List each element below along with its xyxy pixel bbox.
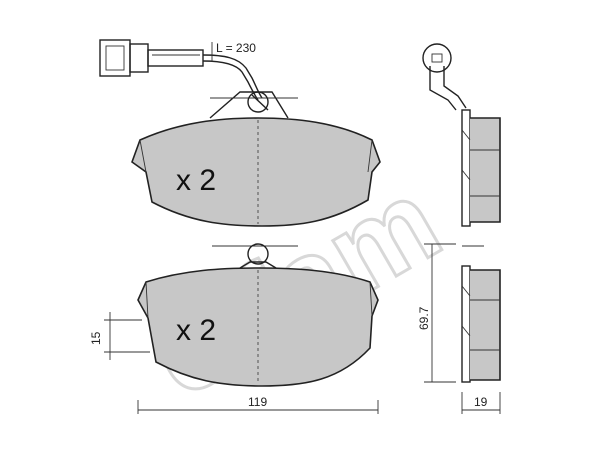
lower-brake-pad [137, 243, 379, 387]
sensor-length-label: L = 230 [216, 41, 256, 55]
upper-brake-pad [131, 91, 381, 227]
upper-pad-side-view [422, 43, 501, 227]
lower-pad-quantity: x 2 [176, 314, 216, 347]
height-dimension [424, 243, 456, 383]
sensor-offset-label: 15 [89, 331, 103, 345]
sensor-offset-dimension [104, 312, 150, 360]
upper-pad-quantity: x 2 [176, 164, 216, 197]
lower-pad-side-view [461, 245, 501, 383]
thickness-label: 19 [474, 395, 488, 409]
width-dimension [137, 400, 379, 414]
thickness-dimension [461, 392, 501, 414]
height-label: 69.7 [417, 306, 431, 330]
width-label: 119 [248, 395, 267, 409]
